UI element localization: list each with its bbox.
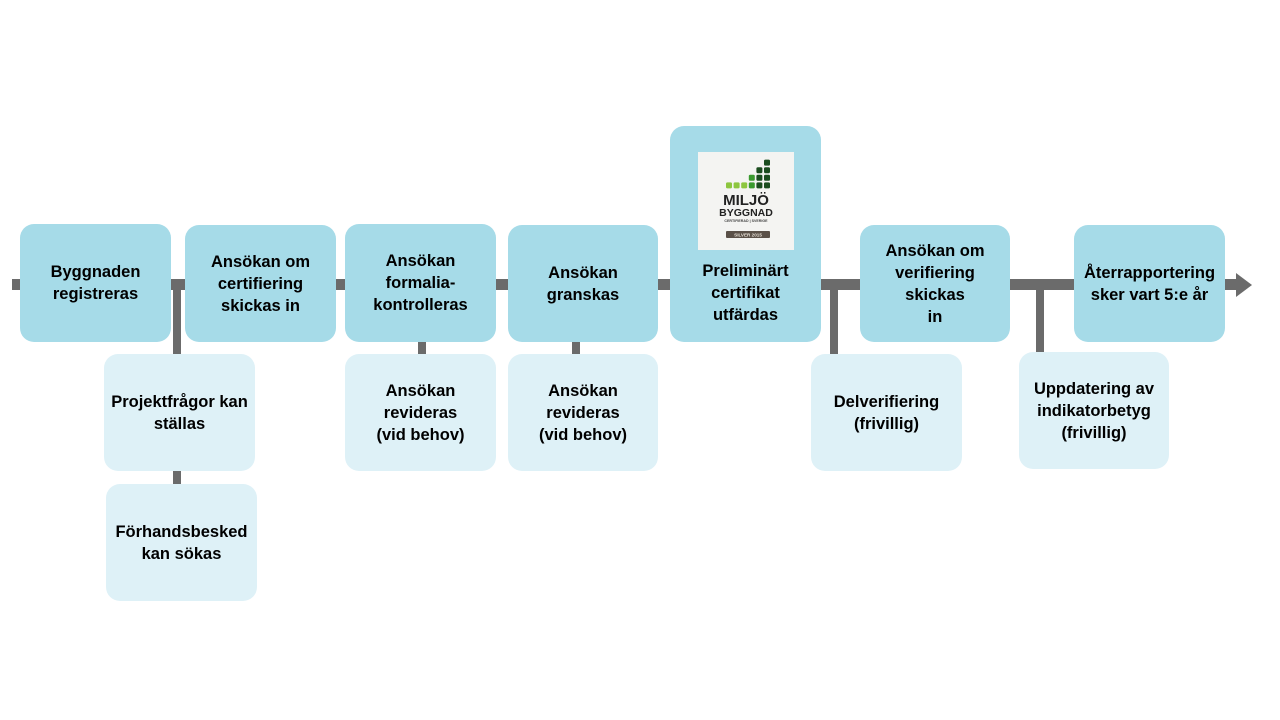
logo-block [763,159,770,166]
connector [418,342,426,354]
connector [173,288,181,354]
logo-block [755,182,762,189]
sub-step-label: Ansökan revideras (vid behov) [376,381,465,444]
sub-step-box: Ansökan revideras (vid behov) [508,354,658,471]
logo-block [763,167,770,174]
step-label: Ansökan om certifiering skickas in [210,252,311,315]
step-label: Ansökan om verifiering skickas in [885,241,985,326]
logo-text-line1: MILJÖ [723,192,769,209]
logo-block [755,174,762,181]
logo-block [763,174,770,181]
step-box: Ansökan formalia- kontrolleras [345,224,496,342]
step-label: Ansökan formalia- kontrolleras [373,252,468,314]
logo-text-line2: BYGGNAD [719,207,773,219]
sub-step-box: Förhandsbesked kan sökas [106,484,257,601]
sub-step-box: Delverifiering (frivillig) [811,354,962,471]
sub-step-box: Ansökan revideras (vid behov) [345,354,496,471]
sub-step-box: Projektfrågor kan ställas [104,354,255,471]
logo-tagline: CERTIFIERAD | SVERIGE [724,219,768,223]
sub-step-label: Förhandsbesked kan sökas [115,522,248,563]
logo-block [740,182,747,189]
step-box: Byggnaden registreras [20,224,171,342]
logo-block [748,182,755,189]
connector [830,288,838,354]
sub-step-label: Projektfrågor kan ställas [111,392,248,433]
step-label: Preliminärt certifikat utfärdas [702,262,789,324]
sub-step-label: Ansökan revideras (vid behov) [538,381,627,444]
sub-step-label: Delverifiering (frivillig) [833,392,940,433]
sub-step-label: Uppdatering av indikatorbetyg (frivillig… [1033,379,1155,442]
sub-step-box: Uppdatering av indikatorbetyg (frivillig… [1019,352,1169,469]
connector [173,471,181,485]
logo-block [755,167,762,174]
step-box: Ansökan granskas [508,225,658,342]
step-box: Återrapportering sker vart 5:e år [1074,225,1225,342]
step-label: Byggnaden registreras [50,263,141,303]
step-box: Ansökan om verifiering skickas in [860,225,1010,342]
connector [1036,288,1044,352]
step-label: Ansökan granskas [546,263,620,304]
step-label: Återrapportering sker vart 5:e år [1083,263,1216,304]
logo-block [763,182,770,189]
logo-badge [725,231,770,238]
connector [572,342,580,354]
step-box: Ansökan om certifiering skickas in [185,225,336,342]
logo-block [733,182,740,189]
timeline-arrowhead [1236,273,1252,297]
logo-badge-text: SILVER 2015 [734,232,762,237]
logo-block [748,174,755,181]
logo-block [725,182,732,189]
